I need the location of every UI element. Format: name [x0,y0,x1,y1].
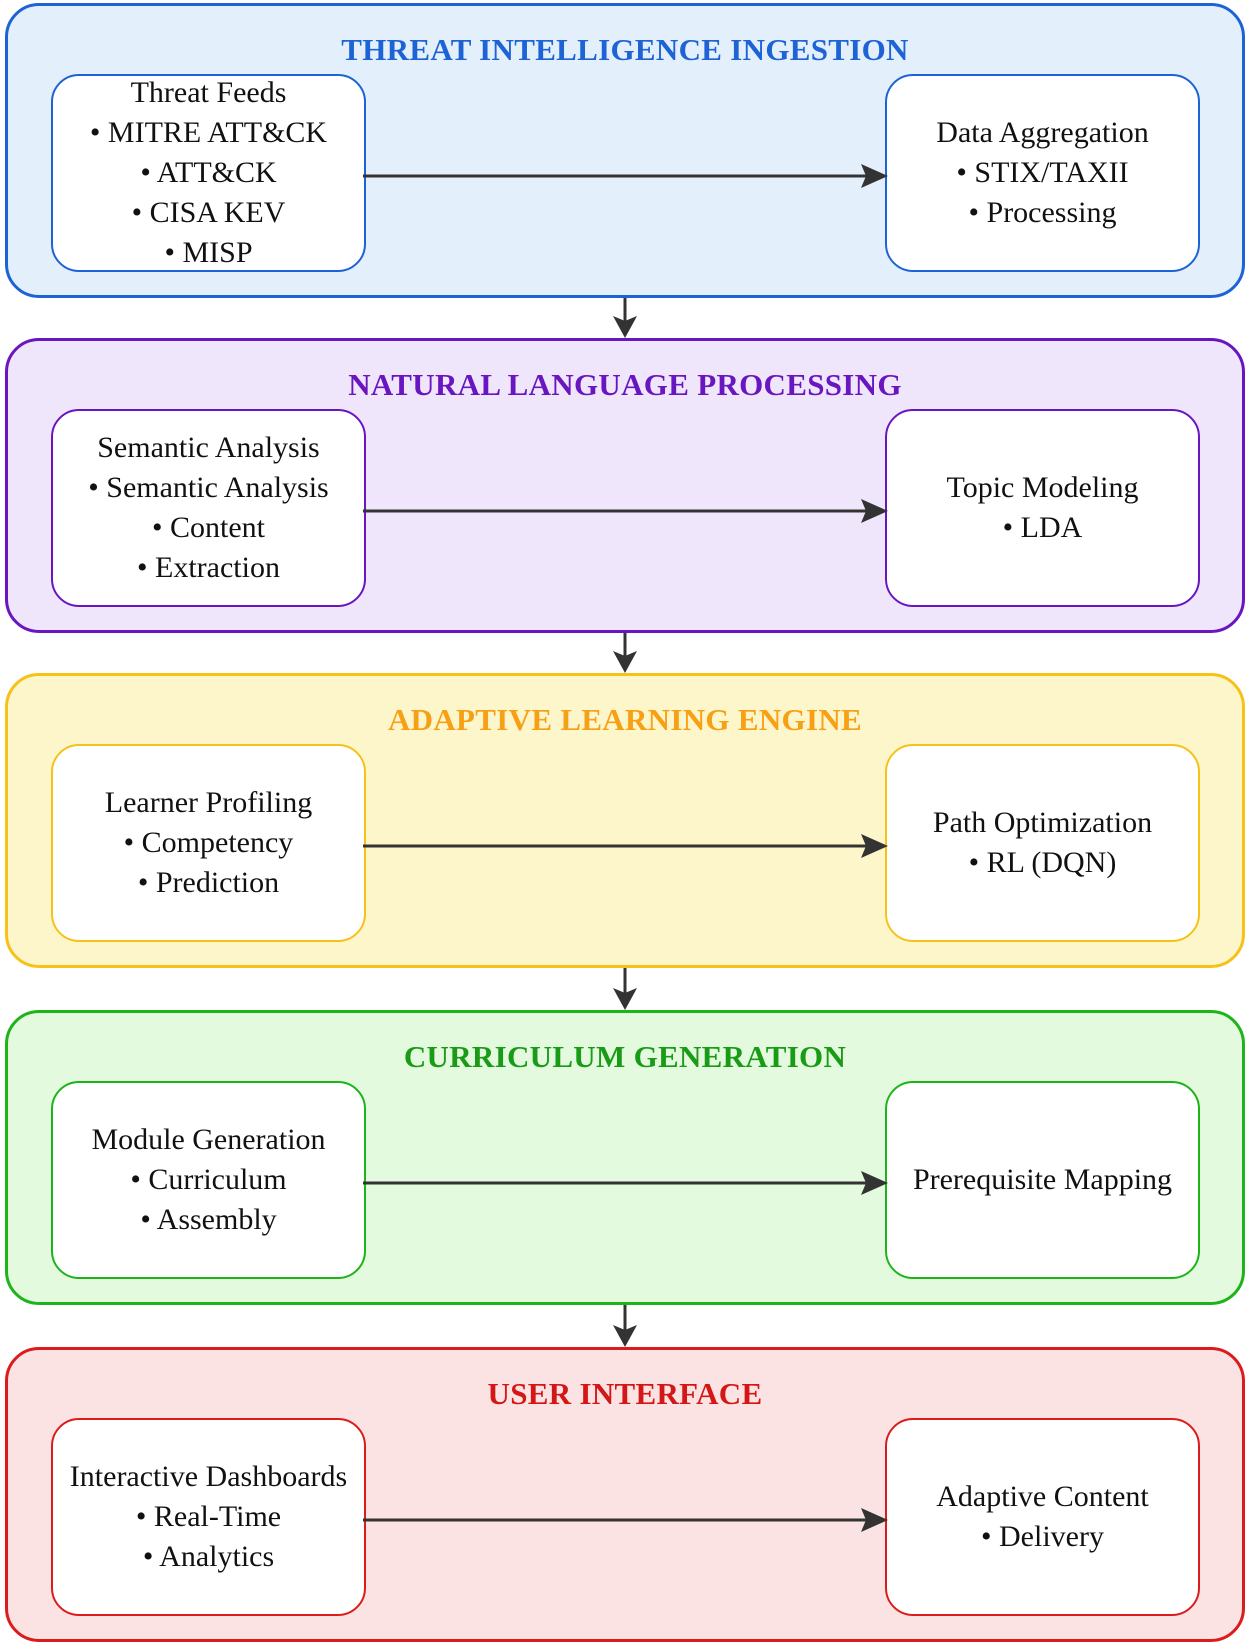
box-line: • RL (DQN) [968,846,1117,879]
box-line: • Extraction [137,551,280,584]
box-line: Interactive Dashboards [69,1460,348,1493]
box-line: • Competency [123,826,294,859]
stage-threat-intelligence-ingestion: THREAT INTELLIGENCE INGESTION Threat Fee… [5,3,1245,298]
box-line: Learner Profiling [104,786,313,819]
box-line: Semantic Analysis [97,431,320,464]
topic-modeling-box: Topic Modeling • LDA [885,409,1200,607]
stage-adaptive-learning-engine: ADAPTIVE LEARNING ENGINE Learner Profili… [5,673,1245,968]
data-aggregation-box: Data Aggregation • STIX/TAXII • Processi… [885,74,1200,272]
stage-title: USER INTERFACE [487,1376,763,1411]
semantic-analysis-box: Semantic Analysis • Semantic Analysis • … [51,409,366,607]
arrowhead [613,651,637,673]
box-line: • Analytics [142,1540,275,1573]
box-line: Path Optimization [932,806,1153,839]
box-line: Prerequisite Mapping [912,1163,1173,1196]
stage-title: ADAPTIVE LEARNING ENGINE [388,702,862,737]
box-line: • Real-Time [135,1500,282,1533]
interactive-dashboards-box: Interactive Dashboards • Real-Time • Ana… [51,1418,366,1616]
box-line: • CISA KEV [131,196,286,229]
box-line: • ATT&CK [140,156,277,189]
box-line: • STIX/TAXII [956,156,1129,189]
stage-title: NATURAL LANGUAGE PROCESSING [348,367,902,402]
box-line: • Prediction [137,866,280,899]
module-generation-box: Module Generation • Curriculum • Assembl… [51,1081,366,1279]
box-line: Module Generation [91,1123,326,1156]
box-line: • Processing [968,196,1117,229]
arrowhead [613,316,637,338]
threat-feeds-box: Threat Feeds • MITRE ATT&CK • ATT&CK • C… [51,74,366,272]
box-line: • Delivery [981,1520,1104,1553]
arrowhead [613,1325,637,1347]
box-line: • MISP [164,236,253,269]
stage-title: THREAT INTELLIGENCE INGESTION [341,32,909,67]
box-line: • Curriculum [130,1163,287,1196]
box-line: • Semantic Analysis [88,471,329,504]
stage-user-interface: USER INTERFACE Interactive Dashboards • … [5,1347,1245,1642]
prerequisite-mapping-box: Prerequisite Mapping [885,1081,1200,1279]
path-optimization-box: Path Optimization • RL (DQN) [885,744,1200,942]
stage-curriculum-generation: CURRICULUM GENERATION Module Generation … [5,1010,1245,1305]
box-line: Topic Modeling [946,471,1139,504]
box-line: • LDA [1002,511,1083,544]
adaptive-content-box: Adaptive Content • Delivery [885,1418,1200,1616]
box-line: • Content [152,511,265,544]
box-line: • Assembly [140,1203,277,1236]
stage-title: CURRICULUM GENERATION [403,1039,847,1074]
box-line: • MITRE ATT&CK [89,116,328,149]
stage-natural-language-processing: NATURAL LANGUAGE PROCESSING Semantic Ana… [5,338,1245,633]
box-line: Adaptive Content [936,1480,1149,1513]
learner-profiling-box: Learner Profiling • Competency • Predict… [51,744,366,942]
box-line: Threat Feeds [130,76,287,109]
arrowhead [613,988,637,1010]
box-line: Data Aggregation [936,116,1149,149]
